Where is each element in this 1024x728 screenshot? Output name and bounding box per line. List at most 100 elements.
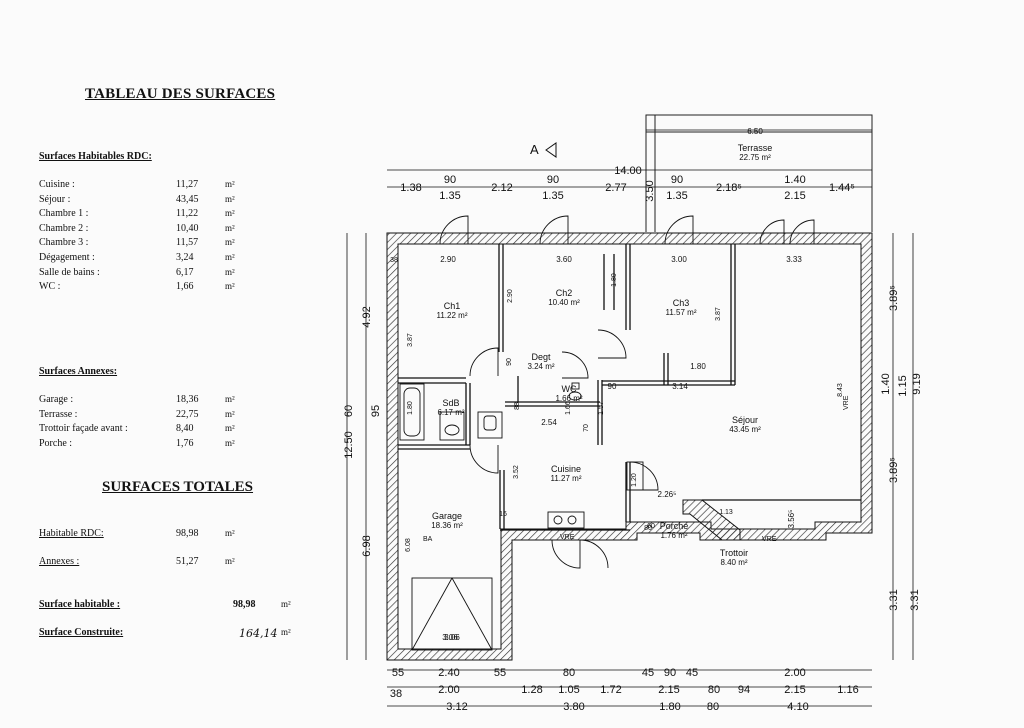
habitable-value: 11,22: [176, 208, 199, 220]
surface-construite-value: 164,14: [239, 627, 278, 640]
dim-bottom-row2: 80: [708, 684, 720, 696]
habitable-unit: m²: [225, 193, 235, 204]
room-area: 11.27 m²: [551, 474, 582, 483]
dim-bottom-row3: 1.80: [659, 701, 680, 713]
annexe-unit: m²: [225, 437, 235, 448]
dim-interior: 1.80: [690, 362, 706, 371]
room-name: Garage: [432, 511, 462, 521]
dim-bottom-row2: 2.15: [658, 684, 679, 696]
habitable-unit: m²: [225, 266, 235, 277]
room-area: 18.36 m²: [431, 521, 463, 530]
dim-interior: 1.80: [611, 273, 618, 287]
habitable-value: 11,57: [176, 237, 199, 249]
dim-interior: 3.52: [513, 465, 520, 479]
annexes-heading: Surfaces Annexes:: [39, 366, 118, 377]
dim-interior: 38: [390, 257, 398, 264]
habitable-unit: m²: [225, 237, 235, 248]
habitable-value: 6,17: [176, 266, 194, 278]
dim-top-row1: 1.44⁵: [829, 182, 855, 194]
dim-interior: 3.33: [786, 255, 802, 264]
habitable-label: Cuisine :: [39, 179, 75, 190]
habitable-label: Chambre 2 :: [39, 222, 89, 234]
dim-bottom-row1: 90: [664, 667, 676, 679]
bottom-dimension-lines: [387, 669, 872, 707]
dim-top-row2: 1.35: [542, 190, 563, 202]
dim-left: 60: [343, 405, 355, 417]
terrasse-outline: [645, 114, 873, 232]
surface-construite-unit: m²: [281, 627, 291, 637]
habitable-label: Salle de bains :: [39, 266, 100, 278]
fixtures: [399, 382, 644, 529]
surface-habitable-unit: m²: [281, 599, 291, 609]
annexe-label: Trottoir façade avant :: [39, 423, 128, 435]
dim-bottom-row2: 1.72: [600, 684, 621, 696]
room-name: WC: [562, 384, 577, 394]
dim-interior: 1.20: [631, 473, 638, 487]
dim-interior: 3.06: [444, 633, 460, 642]
dim-top-row1: 3.50: [644, 180, 656, 201]
habitable-label: Séjour :: [39, 193, 71, 205]
dim-bottom-row1: 55: [392, 667, 404, 679]
dim-interior: 8.43: [837, 383, 844, 397]
dim-interior: 2.54: [541, 418, 557, 427]
dim-bottom-row3: 80: [707, 701, 719, 713]
dim-right: 1.15: [897, 375, 909, 396]
dim-interior: 2.26⁵: [658, 490, 677, 499]
vre-label-2: VRE: [762, 536, 777, 543]
dim-top-row1: 1.38: [400, 182, 421, 194]
dim-interior: 90: [608, 382, 617, 391]
vre-label-1: VRE: [560, 534, 575, 541]
room-area: 6.17 m²: [437, 408, 464, 417]
room-name: Séjour: [732, 415, 758, 425]
dim-interior: 88: [514, 402, 521, 410]
annexe-label: Garage :: [39, 394, 74, 405]
left-dimension-lines: [346, 233, 367, 660]
dim-top-row2: 2.15: [784, 190, 805, 202]
dim-bottom-row2: 1.28: [521, 684, 542, 696]
room-name: Ch3: [673, 298, 690, 308]
dim-interior: 3.60: [556, 255, 572, 264]
room-area: 10.40 m²: [548, 298, 580, 307]
annexe-unit: m²: [225, 408, 235, 419]
dim-bottom-row1: 2.40: [438, 667, 459, 679]
dim-right: 3.89⁵: [888, 285, 900, 311]
room-area: 43.45 m²: [729, 425, 761, 434]
room-area: 11.57 m²: [666, 308, 697, 317]
annexe-unit: m²: [225, 423, 235, 434]
annexe-row: Trottoir façade avant : 8,40 m²: [39, 423, 289, 437]
table-title: TABLEAU DES SURFACES: [85, 86, 276, 102]
dim-top-row1: 2.18⁵: [716, 182, 742, 194]
annexe-value: 8,40: [176, 423, 194, 435]
room-name: Cuisine: [551, 464, 581, 474]
dim-interior: 3.00: [671, 255, 687, 264]
dim-interior: 1.13: [719, 509, 733, 516]
dim-interior: 3.06: [442, 633, 458, 642]
annexe-value: 18,36: [176, 394, 199, 405]
total-value: 98,98: [176, 528, 199, 539]
room-name: Ch1: [444, 301, 461, 311]
dim-interior: 1.66: [565, 401, 572, 415]
dim-bottom-row2: 38: [390, 688, 402, 700]
dim-interior: 2.90: [507, 289, 514, 303]
dim-interior: 16: [499, 511, 507, 518]
dim-bottom-row1: 45: [686, 667, 698, 679]
dim-bottom-row2: 2.15: [784, 684, 805, 696]
dim-bottom-row1: 2.00: [784, 667, 805, 679]
room-area: 22.75 m²: [739, 153, 771, 162]
dim-bottom-row1: 55: [494, 667, 506, 679]
dim-top-row1: 1.40: [784, 174, 805, 186]
dim-top-row1: 2.77: [605, 182, 626, 194]
vre-label-3: VRE: [843, 395, 850, 410]
dim-interior: 2.90: [440, 255, 456, 264]
dim-bottom-row3: 3.12: [446, 701, 467, 713]
dim-bottom-row3: 3.80: [563, 701, 584, 713]
dim-interior: 70: [583, 424, 590, 432]
dim-interior: 3.87: [715, 307, 722, 321]
dim-interior: 3.14: [672, 382, 688, 391]
room-area: 8.40 m²: [720, 558, 747, 567]
dim-bottom-row2: 94: [738, 684, 750, 696]
